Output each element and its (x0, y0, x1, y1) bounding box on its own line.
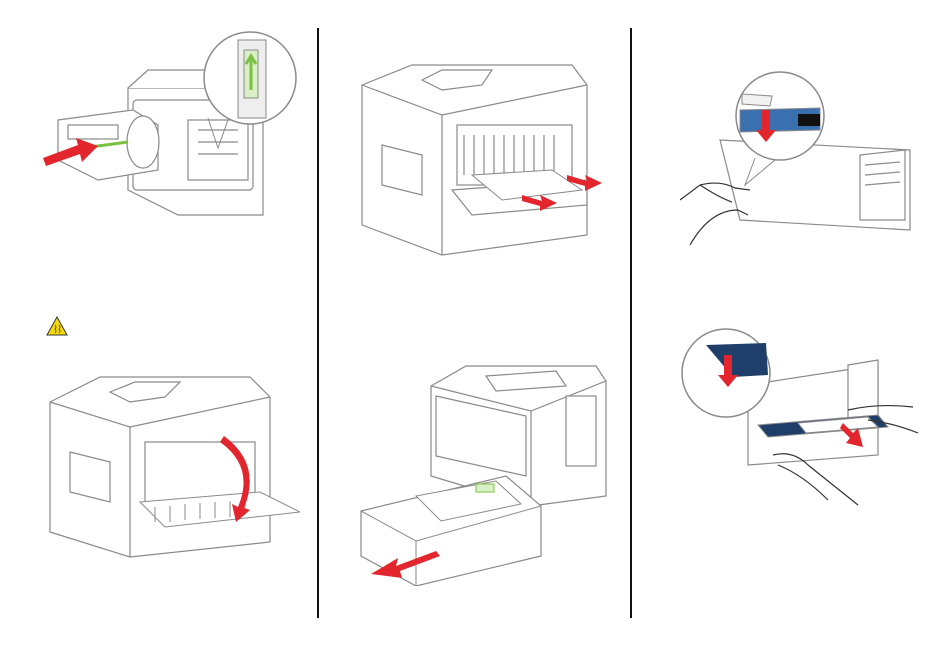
illustration-remove-tray (356, 356, 616, 586)
illustration-pull-jammed-paper (678, 325, 928, 515)
illustration-press-latch (680, 70, 920, 250)
caution-hot-surface-icon (46, 316, 68, 336)
column-divider-right (630, 28, 632, 618)
magnified-latch-icon (682, 329, 770, 417)
column-divider-left (317, 28, 319, 618)
illustration-open-rear-door (40, 372, 300, 572)
illustration-pull-rear-paper (352, 55, 612, 265)
illustration-install-toner (38, 30, 298, 230)
